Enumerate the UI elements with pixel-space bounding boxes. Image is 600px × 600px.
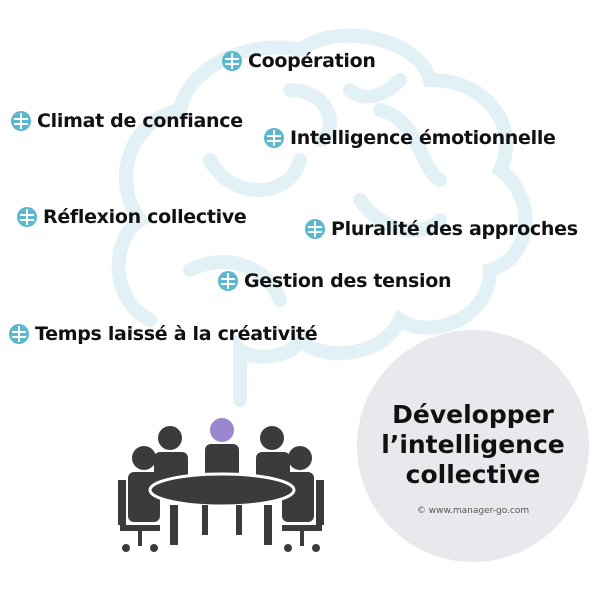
- item-intelligence-emotionnelle: Intelligence émotionnelle: [264, 127, 556, 149]
- item-gestion-des-tension: Gestion des tension: [218, 270, 451, 292]
- brain-icon: [222, 51, 242, 71]
- copyright-credit: © www.manager-go.com: [416, 506, 530, 516]
- brain-icon: [9, 324, 29, 344]
- meeting-table-illustration: [118, 418, 324, 552]
- brain-icon: [264, 128, 284, 148]
- brain-icon: [218, 271, 238, 291]
- item-cooperation: Coopération: [222, 50, 376, 72]
- item-reflexion-collective: Réflexion collective: [17, 206, 247, 228]
- title-badge-circle: [357, 330, 589, 562]
- badge-title: Développer l’intelligence collective: [381, 400, 565, 489]
- brain-icon: [17, 207, 37, 227]
- brain-icon: [305, 219, 325, 239]
- item-pluralite-des-approches: Pluralité des approches: [305, 218, 578, 240]
- item-climat-de-confiance: Climat de confiance: [11, 110, 243, 132]
- brain-icon: [11, 111, 31, 131]
- item-temps-creativite: Temps laissé à la créativité: [9, 323, 318, 345]
